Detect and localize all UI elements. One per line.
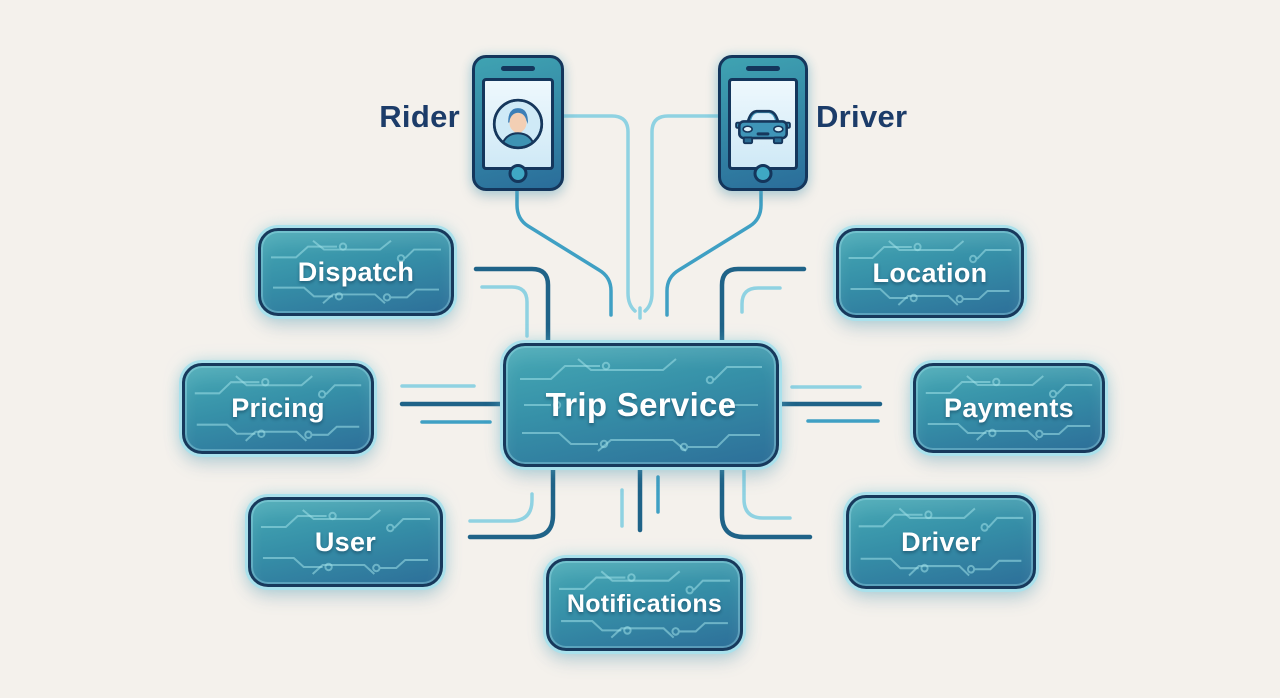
edge-rider-side-line bbox=[558, 114, 637, 313]
service-label: Payments bbox=[944, 392, 1074, 423]
service-box-dispatch: Dispatch bbox=[258, 228, 454, 316]
service-label: Dispatch bbox=[297, 256, 415, 287]
service-box-driver: Driver bbox=[846, 495, 1036, 589]
driver-phone bbox=[718, 55, 808, 191]
phone-speaker bbox=[746, 66, 780, 71]
person-avatar-icon bbox=[492, 98, 544, 150]
edge-trip-to-driver-service bbox=[719, 458, 813, 540]
service-label: Pricing bbox=[231, 393, 325, 423]
edge-location-return bbox=[740, 286, 782, 314]
service-box-pricing: Pricing bbox=[182, 363, 374, 454]
edge-driver-service-light bbox=[742, 462, 792, 520]
edge-driverphone-to-trip bbox=[665, 184, 763, 317]
rider-phone bbox=[472, 55, 564, 191]
edge-trip-to-dispatch bbox=[473, 266, 551, 347]
edge-dispatch-return bbox=[480, 285, 529, 338]
phone-speaker bbox=[501, 66, 535, 71]
rider-label: Rider bbox=[379, 99, 460, 134]
edge-trip-to-user bbox=[467, 458, 556, 540]
driver-label: Driver bbox=[816, 99, 908, 134]
service-box-notifications: Notifications bbox=[546, 558, 743, 651]
phone-home-button bbox=[508, 164, 528, 183]
phone-home-button bbox=[753, 164, 773, 183]
car-icon bbox=[735, 109, 791, 145]
rider-phone-screen bbox=[482, 78, 554, 170]
driver-phone-screen bbox=[728, 78, 798, 170]
service-label: Notifications bbox=[566, 590, 723, 618]
edge-rider-to-trip bbox=[515, 184, 613, 317]
service-label: User bbox=[314, 526, 377, 557]
edge-user-return bbox=[468, 492, 534, 523]
service-box-user: User bbox=[248, 497, 443, 587]
service-label: Driver bbox=[901, 526, 981, 557]
edge-trip-to-location bbox=[719, 266, 807, 347]
service-box-trip-service: Trip Service bbox=[503, 343, 779, 467]
service-box-payments: Payments bbox=[913, 363, 1105, 453]
edge-driverphone-side-line bbox=[643, 114, 722, 313]
service-label: Trip Service bbox=[545, 386, 737, 423]
service-label: Location bbox=[872, 257, 988, 288]
service-box-location: Location bbox=[836, 228, 1024, 318]
